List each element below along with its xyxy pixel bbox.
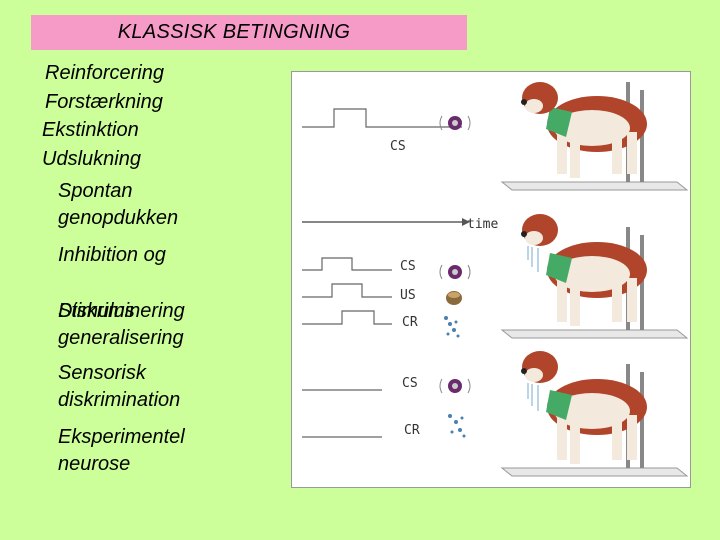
row2-us-label: US [400,288,416,303]
food-icon [446,291,462,305]
term-forstaerkning: Forstærkning [45,91,163,113]
row2-traces [302,257,392,325]
row2-cr-label: CR [402,315,418,330]
row1-traces [302,108,462,223]
row3-traces [302,389,382,438]
row3-cs-label: CS [402,376,418,391]
term-udslukning: Udslukning [42,148,141,170]
term-spontan-genopdukken: Spontan genopdukken [58,180,179,229]
dog-illustration-1 [500,82,689,191]
term-sensorisk-diskrimination: Sensorisk diskrimination [58,362,181,411]
saliva-icon [448,414,466,438]
term-stimulus-generalisering: Stimulus generalisering [58,300,184,349]
dog-illustration-2 [500,214,689,339]
pavlov-diagram-panel: CS time CS US CR CS CR [291,71,691,488]
row3-cr-label: CR [404,423,420,438]
term-inhibition-og: Inhibition og [58,244,166,266]
pavlov-diagram: CS time CS US CR CS CR [302,82,689,477]
term-ekstinktion: Ekstinktion [42,119,139,141]
saliva-icon [444,316,460,338]
term-diskriminering: Diskriminering [58,300,185,322]
title-banner: KLASSISK BETINGNING [31,15,467,50]
dog-illustration-3 [500,351,689,477]
bell-icon [439,264,471,280]
time-label: time [467,217,498,232]
row2-cs-label: CS [400,259,416,274]
bell-icon [439,115,471,131]
term-eksperimentel-neurose: Eksperimentel neurose [58,426,185,475]
bell-icon [439,378,471,394]
row1-cs-label: CS [390,139,406,154]
slide-title: KLASSISK BETINGNING [117,21,351,43]
term-reinforcering: Reinforcering [45,62,164,84]
